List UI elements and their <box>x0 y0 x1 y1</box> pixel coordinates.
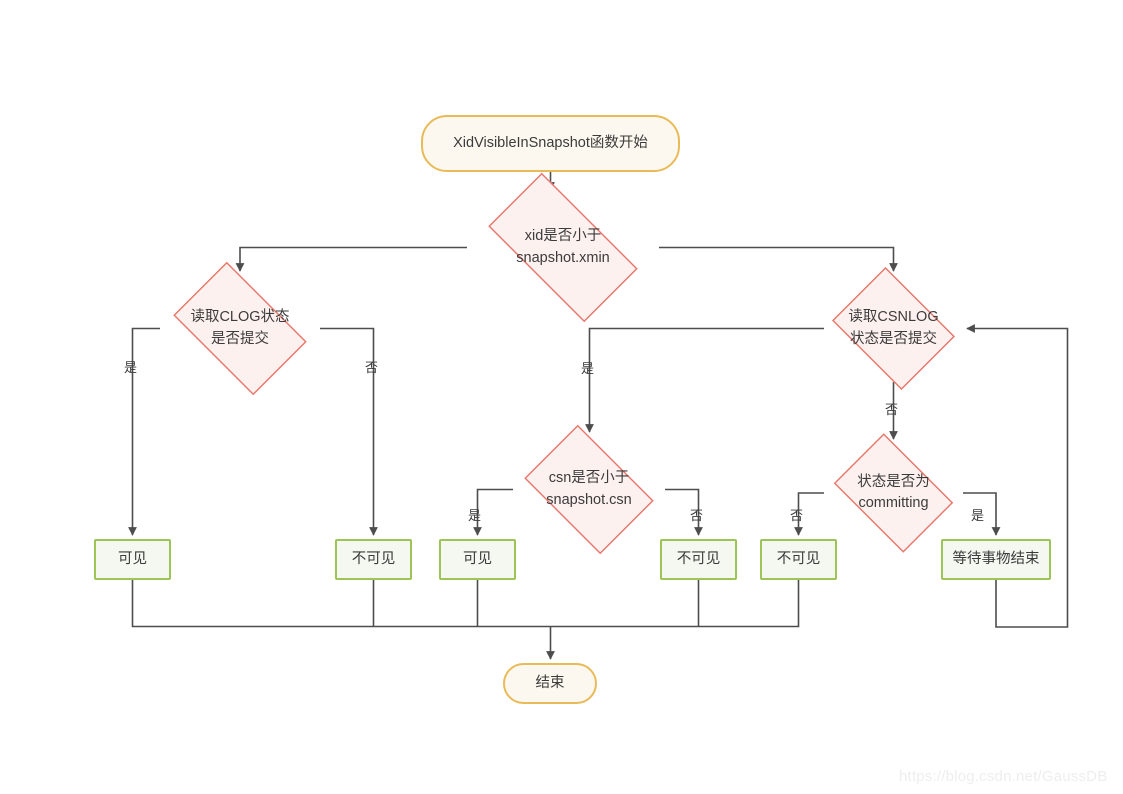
node-result-invisible-2-label: 不可见 <box>676 550 721 567</box>
node-decision-csn-label: csn是否小于 snapshot.csn <box>546 470 632 508</box>
node-result-invisible-3-label: 不可见 <box>776 550 821 567</box>
edge-label-committing-yes: 是 <box>971 508 985 523</box>
edge-label-csn-yes: 是 <box>468 508 482 523</box>
node-start-label: XidVisibleInSnapshot函数开始 <box>453 134 648 151</box>
node-decision-xid-label: xid是否小于 snapshot.xmin <box>516 228 610 266</box>
node-result-invisible-1-label: 不可见 <box>351 550 396 567</box>
edge-clog-no-to-invisible1 <box>320 327 378 536</box>
node-result-visible-2[interactable]: 可见 <box>439 539 516 580</box>
node-result-wait-label: 等待事物结束 <box>952 550 1040 567</box>
node-decision-committing-label: 状态是否为 committing <box>857 473 930 511</box>
edge-wait-to-csnlog-loop <box>966 324 1069 628</box>
node-result-visible-1[interactable]: 可见 <box>94 539 171 580</box>
watermark-text: https://blog.csdn.net/GaussDB <box>899 768 1108 785</box>
edge-label-clog-no: 否 <box>365 360 379 375</box>
edge-label-csnlog-yes: 是 <box>581 361 595 376</box>
node-result-visible-2-label: 可见 <box>463 550 492 567</box>
edge-label-csn-no: 否 <box>690 508 704 523</box>
node-result-wait[interactable]: 等待事物结束 <box>941 539 1051 580</box>
edge-csnlog-yes-to-csn <box>585 327 824 433</box>
edge-xid-to-csnlog <box>659 246 898 272</box>
node-end-label: 结束 <box>535 674 565 691</box>
node-end[interactable]: 结束 <box>503 663 597 704</box>
node-decision-csn[interactable]: csn是否小于 snapshot.csn <box>513 424 665 555</box>
node-start[interactable]: XidVisibleInSnapshot函数开始 <box>421 115 680 172</box>
edge-visible1-to-bus <box>131 580 551 628</box>
node-decision-csnlog[interactable]: 读取CSNLOG 状态是否提交 <box>824 267 963 390</box>
edge-csn-no-to-invisible2 <box>665 488 703 536</box>
node-decision-csnlog-label: 读取CSNLOG 状态是否提交 <box>848 309 939 347</box>
node-result-invisible-1[interactable]: 不可见 <box>335 539 412 580</box>
node-result-invisible-2[interactable]: 不可见 <box>660 539 737 580</box>
edge-csn-yes-to-visible2 <box>473 488 513 536</box>
node-decision-clog-label: 读取CLOG状态 是否提交 <box>190 309 290 347</box>
node-result-invisible-3[interactable]: 不可见 <box>760 539 837 580</box>
edge-committing-yes-to-wait <box>963 492 1001 536</box>
node-decision-clog[interactable]: 读取CLOG状态 是否提交 <box>160 261 320 396</box>
node-result-visible-1-label: 可见 <box>118 550 147 567</box>
edge-xid-to-clog <box>235 246 467 272</box>
edge-committing-no-to-invisible3 <box>794 492 824 536</box>
node-decision-committing[interactable]: 状态是否为 committing <box>824 433 963 553</box>
edge-invisible3-to-bus <box>550 580 800 628</box>
edge-clog-yes-to-visible1 <box>128 327 160 536</box>
edge-label-committing-no: 否 <box>790 508 804 523</box>
node-decision-xid[interactable]: xid是否小于 snapshot.xmin <box>467 172 659 323</box>
edge-label-clog-yes: 是 <box>124 360 138 375</box>
edge-label-csnlog-no: 否 <box>885 402 899 417</box>
